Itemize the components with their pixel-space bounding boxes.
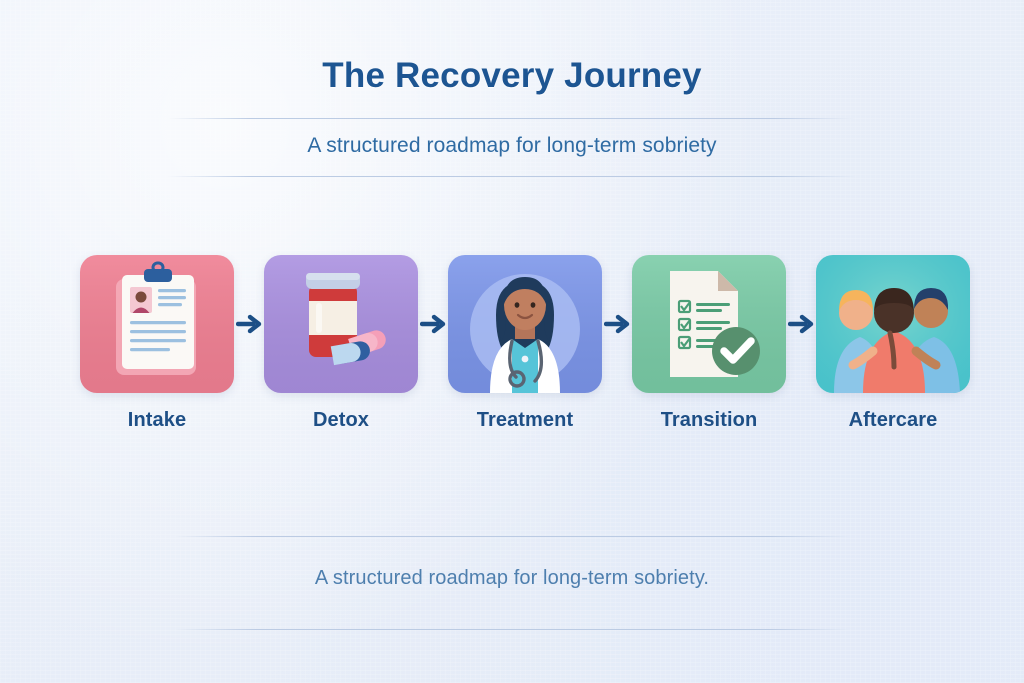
step-treatment[interactable]: Treatment xyxy=(448,255,602,432)
arrow-right-icon-3 xyxy=(602,255,632,393)
step-label-transition: Transition xyxy=(660,409,758,431)
step-card-treatment[interactable] xyxy=(448,255,602,393)
checklist-document-icon xyxy=(632,255,786,393)
arrow-right-icon-4 xyxy=(786,255,816,393)
arrow-right-icon-1 xyxy=(234,255,264,393)
page-subtitle: A structured roadmap for long-term sobri… xyxy=(307,134,717,157)
step-label-intake: Intake xyxy=(127,409,187,431)
support-group-icon xyxy=(816,255,970,393)
divider-footer-bottom xyxy=(175,629,849,630)
step-label-treatment: Treatment xyxy=(476,409,574,431)
divider-footer-top xyxy=(175,536,849,537)
step-card-transition[interactable] xyxy=(632,255,786,393)
step-intake[interactable]: Intake xyxy=(80,255,234,432)
arrow-right-icon-2 xyxy=(418,255,448,393)
step-label-detox: Detox xyxy=(312,409,370,431)
step-card-aftercare[interactable] xyxy=(816,255,970,393)
step-label-aftercare: Aftercare xyxy=(848,409,938,431)
pill-bottle-icon xyxy=(264,255,418,393)
page-title: The Recovery Journey xyxy=(322,56,702,95)
divider-top xyxy=(168,118,856,119)
step-card-intake[interactable] xyxy=(80,255,234,393)
step-transition[interactable]: Transition xyxy=(632,255,786,432)
divider-under-subtitle xyxy=(168,176,856,177)
step-detox[interactable]: Detox xyxy=(264,255,418,432)
step-card-detox[interactable] xyxy=(264,255,418,393)
footer-caption: A structured roadmap for long-term sobri… xyxy=(314,567,710,589)
journey-steps: Intake xyxy=(80,255,970,455)
clipboard-form-icon xyxy=(80,255,234,393)
doctor-icon xyxy=(448,255,602,393)
step-aftercare[interactable]: Aftercare xyxy=(816,255,970,432)
